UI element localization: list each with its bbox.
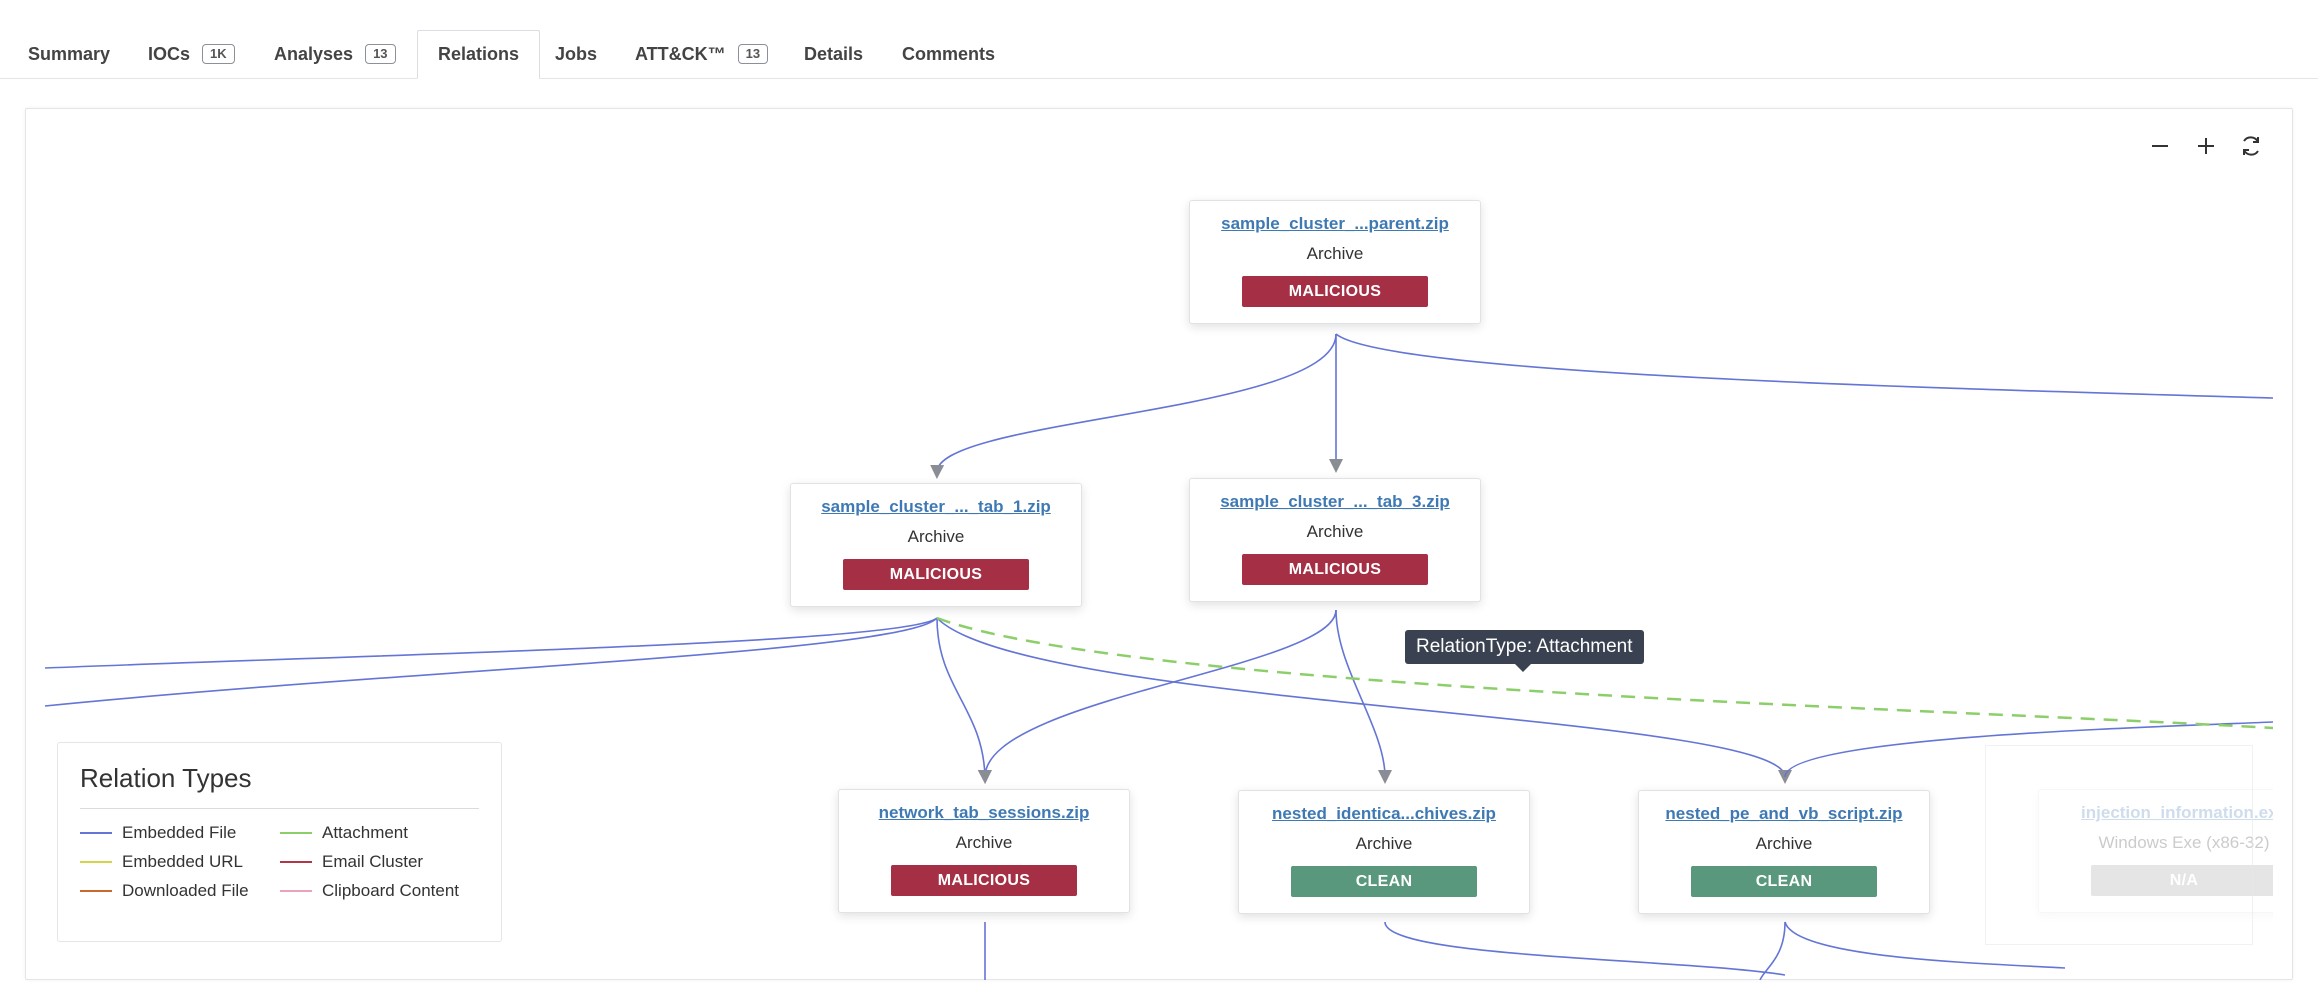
legend-line [280,890,312,892]
edge-embedded-file [936,617,992,784]
edge-embedded-file [936,617,1792,784]
edge-embedded-file [1784,921,2066,969]
tab-relations[interactable]: Relations [417,30,541,79]
relations-graph-canvas[interactable]: sample_cluster_...parent.zip Archive MAL… [25,108,2273,980]
node-filename-link[interactable]: sample_cluster_..._tab_3.zip [1220,492,1450,511]
tab-jobs[interactable]: Jobs [535,30,617,78]
node-type: Archive [907,527,965,546]
legend-label: Downloaded File [122,881,249,900]
node-filename-link[interactable]: nested_identica...chives.zip [1272,804,1496,823]
edge-embedded-file [44,617,938,707]
relation-types-legend: Relation Types Embedded File Attachment … [57,742,502,942]
relation-edges [44,333,2273,980]
zoom-out-button[interactable] [2144,130,2176,162]
node-filename-link[interactable]: network_tab_sessions.zip [878,803,1090,822]
legend-line [80,861,112,863]
node-type: Windows Exe (x86-32) [2098,833,2270,852]
graph-node[interactable]: sample_cluster_...parent.zip Archive MAL… [1189,200,1481,324]
verdict-badge: CLEAN [1691,866,1877,897]
legend-item-attachment: Attachment [280,823,480,843]
count-badge: 13 [737,44,769,64]
edge-embedded-file [1759,921,1786,980]
node-filename-link[interactable]: sample_cluster_...parent.zip [1221,214,1449,233]
legend-item-downloaded-file: Downloaded File [80,881,280,901]
node-filename-link[interactable]: injection_information.exe [2081,803,2273,822]
tab-label: Analyses [274,43,354,64]
graph-node[interactable]: network_tab_sessions.zip Archive MALICIO… [838,789,1130,913]
legend-label: Clipboard Content [322,881,460,900]
edge-embedded-file [1384,921,1786,976]
graph-node[interactable]: sample_cluster_..._tab_1.zip Archive MAL… [790,483,1082,607]
legend-line [80,832,112,834]
count-badge: 1K [202,44,235,64]
ghost-panel [1985,745,2253,945]
legend-item-embedded-url: Embedded URL [80,852,280,872]
legend-item-email-cluster: Email Cluster [280,852,480,872]
graph-node[interactable]: sample_cluster_..._tab_3.zip Archive MAL… [1189,478,1481,602]
tab-label: Relations [438,44,520,64]
tab-label: Summary [28,43,111,64]
tab-label: Comments [902,43,996,64]
legend-label: Embedded URL [122,852,243,871]
node-type: Archive [1306,244,1364,263]
node-type: Archive [1306,522,1364,541]
verdict-badge: MALICIOUS [1242,276,1428,307]
tab-details[interactable]: Details [784,30,883,78]
plus-icon [2198,138,2214,154]
tab-bar: Summary IOCs 1K Analyses 13 Relations Jo… [0,0,2318,79]
relations-graph-panel [25,108,2293,980]
edge-embedded-file [1335,333,2273,399]
node-type: Archive [955,833,1013,852]
count-badge: 13 [365,44,396,64]
refresh-icon [2243,136,2259,156]
tab-summary[interactable]: Summary [8,30,130,78]
tab-label: ATT&CK™ [635,43,726,64]
tab-analyses[interactable]: Analyses 13 [254,30,416,78]
legend-label: Email Cluster [322,852,424,871]
verdict-badge: MALICIOUS [1242,554,1428,585]
reset-view-button[interactable] [2235,130,2267,162]
edge-embedded-file [930,333,1337,479]
tab-label: IOCs [148,43,191,64]
edge-embedded-file [1335,609,1392,784]
edge-embedded-file [978,609,1337,784]
legend-item-clipboard-content: Clipboard Content [280,881,480,901]
minus-icon [2152,145,2168,147]
legend-line [80,890,112,892]
zoom-in-button[interactable] [2190,130,2222,162]
graph-node[interactable]: nested_identica...chives.zip Archive CLE… [1238,790,1530,914]
node-filename-link[interactable]: sample_cluster_..._tab_1.zip [821,497,1051,516]
tab-iocs[interactable]: IOCs 1K [128,30,255,78]
node-type: Archive [1355,834,1413,853]
relation-tooltip: RelationType: Attachment [1405,630,1644,672]
verdict-badge: N/A [2091,865,2273,896]
node-type: Archive [1755,834,1813,853]
legend-item-embedded-file: Embedded File [80,823,280,843]
verdict-badge: MALICIOUS [891,865,1077,896]
tab-label: Jobs [555,43,598,64]
legend-line [280,861,312,863]
legend-label: Embedded File [122,823,237,842]
edge-embedded-file [44,617,938,669]
tab-attack[interactable]: ATT&CK™ 13 [615,30,788,78]
verdict-badge: MALICIOUS [843,559,1029,590]
legend-title: Relation Types [80,763,479,809]
legend-label: Attachment [322,823,408,842]
graph-node[interactable]: nested_pe_and_vb_script.zip Archive CLEA… [1638,790,1930,914]
node-filename-link[interactable]: nested_pe_and_vb_script.zip [1665,804,1903,823]
tab-comments[interactable]: Comments [882,30,1015,78]
edge-attachment [936,616,2273,730]
verdict-badge: CLEAN [1291,866,1477,897]
graph-node[interactable]: injection_information.exe Windows Exe (x… [2038,789,2273,913]
tab-label: Details [804,43,864,64]
legend-line [280,832,312,834]
